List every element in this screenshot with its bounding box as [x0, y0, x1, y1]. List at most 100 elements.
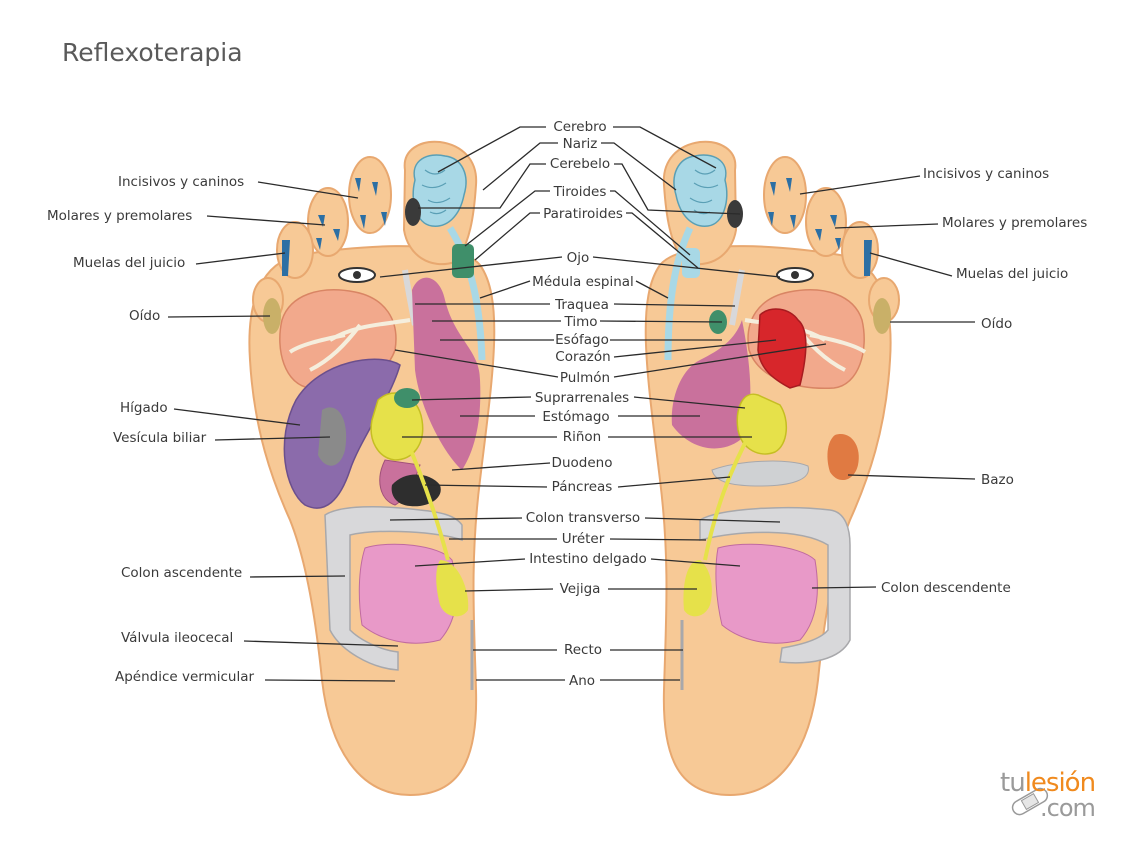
label-tiroides: Tiroides	[553, 184, 607, 200]
leader-vejiga	[464, 588, 697, 592]
logo: tulesión	[1000, 768, 1096, 798]
right-toe-3	[805, 187, 847, 257]
leader-corazon	[613, 339, 777, 358]
label-rinon: Riñon	[563, 429, 602, 445]
label-duodeno: Duodeno	[552, 455, 613, 471]
left-adrenal	[394, 388, 420, 408]
right-brain-folds	[689, 169, 719, 215]
left-stomach	[412, 277, 481, 470]
leader-traquea	[415, 303, 736, 307]
left-small-intestine	[358, 543, 457, 644]
left-pupil	[353, 271, 361, 279]
left-brain-folds	[421, 169, 451, 215]
leader-intestino	[414, 558, 741, 567]
label-cerebelo: Cerebelo	[550, 156, 610, 172]
label-higado: Hígado	[120, 400, 168, 416]
label-vejiga: Vejiga	[560, 581, 601, 597]
right-pupil	[791, 271, 799, 279]
label-muelas-right: Muelas del juicio	[956, 266, 1068, 282]
label-molares-left: Molares y premolares	[47, 208, 192, 224]
leader-incisivos-r	[799, 175, 921, 195]
right-bladder	[683, 560, 712, 617]
label-colon-ascendente: Colon ascendente	[121, 565, 242, 581]
left-bronchi	[288, 318, 411, 372]
leader-duodeno	[451, 462, 551, 471]
left-labels: Incisivos y caninos Molares y premolares…	[47, 174, 255, 685]
label-traquea: Traquea	[554, 297, 609, 313]
label-apendice: Apéndice vermicular	[115, 669, 255, 685]
label-oido-left: Oído	[129, 308, 160, 324]
label-recto: Recto	[564, 642, 602, 658]
left-spine	[447, 226, 486, 361]
label-bazo: Bazo	[981, 472, 1014, 488]
label-ano: Ano	[569, 673, 595, 689]
label-colon-descendente: Colon descendente	[881, 580, 1011, 596]
leader-colon-asc	[249, 575, 346, 578]
leader-valvula	[243, 640, 399, 647]
left-cerebellum	[405, 198, 421, 226]
label-colon-transverso: Colon transverso	[526, 510, 640, 526]
label-pulmon: Pulmón	[560, 370, 610, 386]
label-valvula: Válvula ileocecal	[121, 630, 233, 646]
label-nariz: Nariz	[563, 136, 598, 152]
leader-bazo	[847, 474, 976, 480]
label-ojo: Ojo	[567, 250, 590, 266]
label-molares-right: Molares y premolares	[942, 215, 1087, 231]
label-timo: Timo	[564, 314, 598, 330]
leader-paratiroides	[474, 212, 699, 269]
leader-lines	[167, 126, 976, 682]
label-vesicula: Vesícula biliar	[113, 430, 207, 446]
leader-muelas-r	[869, 252, 953, 277]
label-suprarrenales: Suprarrenales	[535, 390, 629, 406]
leader-incisivos-l	[257, 181, 359, 199]
leader-ureter	[449, 538, 707, 541]
label-medula: Médula espinal	[532, 274, 634, 290]
right-ear	[873, 298, 891, 334]
right-trachea	[729, 269, 745, 326]
leader-cerebro	[437, 126, 717, 173]
leader-pulmon	[394, 343, 827, 378]
leader-molares-r	[834, 223, 939, 229]
leader-nariz	[482, 142, 677, 191]
left-teeth	[282, 178, 387, 276]
leader-oido-l	[167, 315, 271, 318]
left-toe-3	[307, 187, 349, 257]
left-thyroid	[452, 244, 474, 278]
left-toe-2	[348, 156, 392, 234]
logo-part2: lesión	[1024, 768, 1096, 798]
right-pancreas	[711, 460, 809, 487]
label-intestino: Intestino delgado	[529, 551, 647, 567]
label-oido-right: Oído	[981, 316, 1012, 332]
bandage-icon	[1011, 787, 1049, 816]
label-estomago: Estómago	[542, 409, 609, 425]
leader-higado	[173, 408, 301, 426]
right-ureter	[703, 429, 754, 561]
leader-medula	[479, 280, 669, 299]
left-colon	[324, 505, 463, 671]
left-ureter	[400, 429, 450, 561]
logo-domain: .com	[1040, 794, 1096, 822]
page-title: Reflexoterapia	[62, 38, 243, 67]
right-heart	[757, 308, 807, 389]
right-small-intestine	[715, 543, 818, 644]
right-spleen	[827, 434, 859, 481]
leader-vesicula	[214, 436, 331, 441]
left-gallbladder	[318, 407, 347, 466]
leader-molares-l	[206, 215, 326, 226]
label-corazon: Corazón	[555, 349, 610, 365]
leader-cerebelo	[418, 163, 741, 215]
label-incisivos-left: Incisivos y caninos	[118, 174, 244, 190]
center-labels: Cerebro Nariz Cerebelo Tiroides Paratiro…	[526, 119, 647, 689]
leader-muelas-l	[195, 252, 286, 265]
left-ear	[263, 298, 281, 334]
right-spine	[664, 226, 694, 361]
leader-ojo	[379, 256, 781, 278]
leader-colon-transverso	[389, 517, 781, 523]
right-kidney	[736, 393, 787, 455]
left-bladder	[436, 560, 469, 617]
left-foot	[248, 140, 496, 797]
leader-pancreas	[424, 476, 731, 488]
leader-timo	[432, 320, 723, 323]
right-toe-4	[841, 221, 879, 279]
